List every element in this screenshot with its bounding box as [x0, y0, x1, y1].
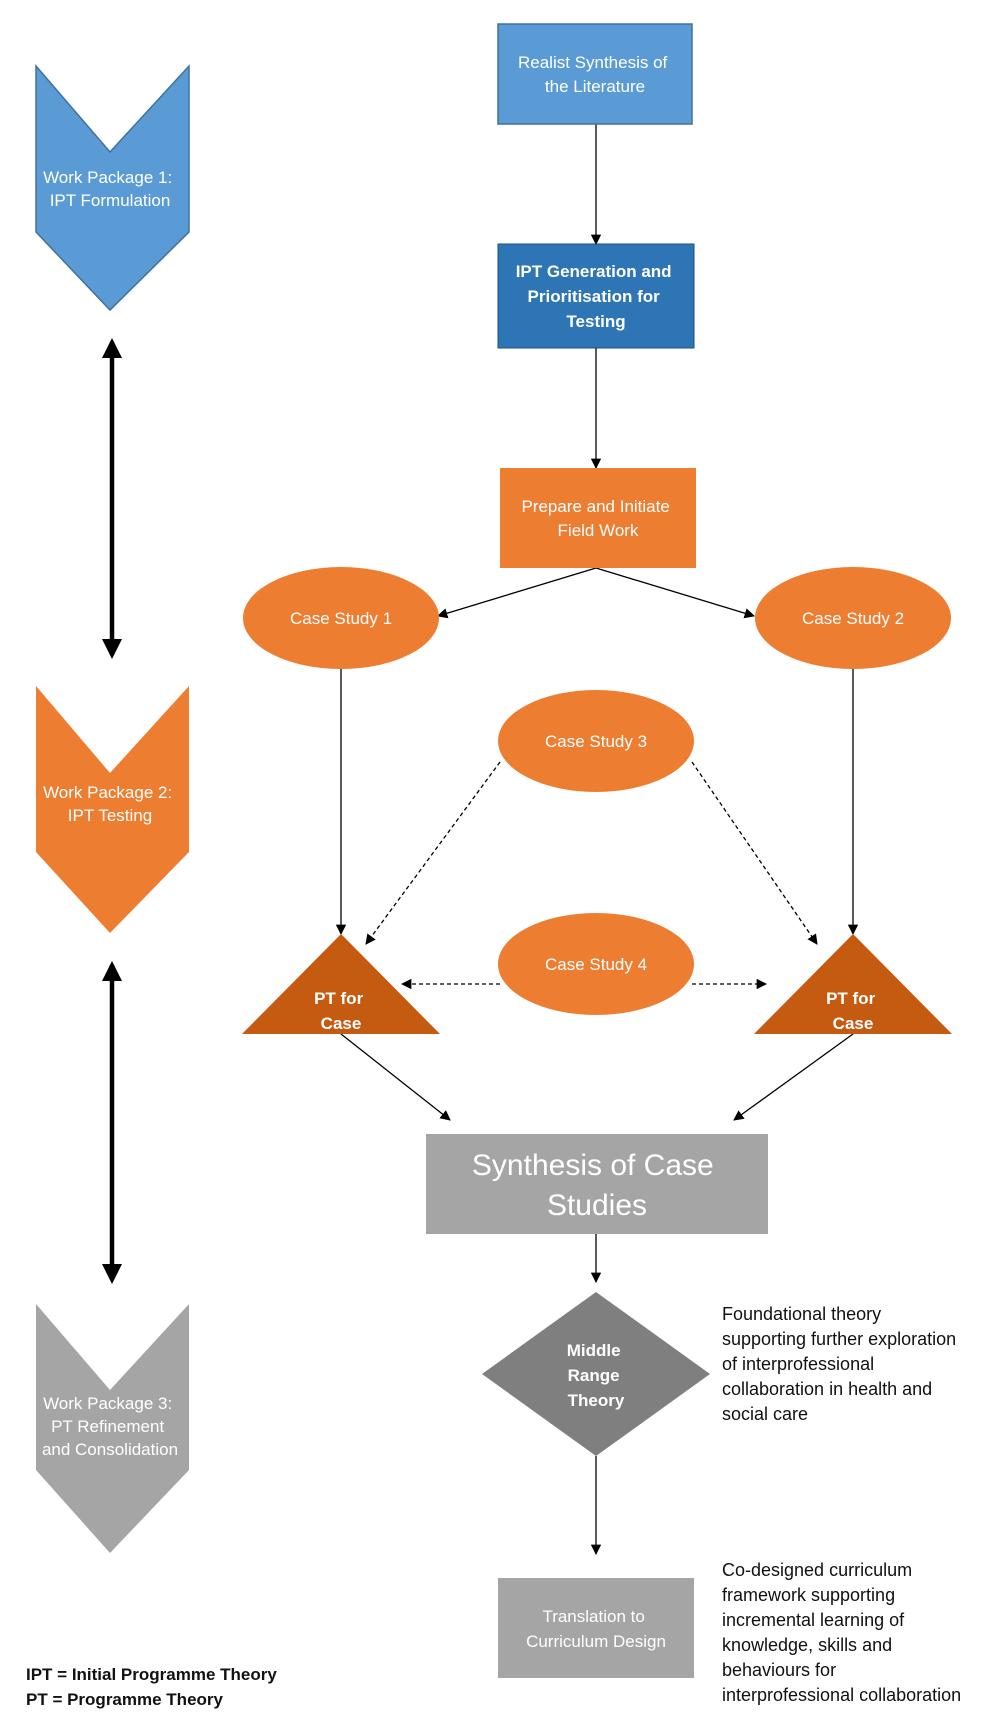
mrt-line: Theory	[568, 1391, 625, 1410]
note-line: social care	[722, 1404, 809, 1424]
connectors	[335, 124, 859, 1556]
note-line: Foundational theory	[722, 1304, 882, 1324]
case-study-1-label: Case Study 1	[290, 609, 392, 628]
translation-curriculum-box: Translation to Curriculum Design	[498, 1578, 694, 1678]
note-line: behaviours for	[722, 1660, 837, 1680]
arrow-pt-left-to-synthesis	[340, 1033, 451, 1121]
prepare-fieldwork-line: Field Work	[558, 521, 639, 540]
work-package-2-line: IPT Testing	[68, 806, 152, 825]
realist-synthesis-line: the Literature	[545, 77, 645, 96]
ipt-generation-line: Prioritisation for	[528, 287, 661, 306]
note-line: supporting further exploration	[722, 1329, 957, 1349]
work-package-2-chevron: Work Package 2: IPT Testing	[36, 686, 189, 933]
arrow-pt-right-to-synthesis	[733, 1033, 854, 1121]
codesigned-curriculum-note: Co-designed curriculum framework support…	[722, 1558, 961, 1708]
synthesis-line: Synthesis of Case	[472, 1149, 714, 1182]
pt-case-right-line: Case	[833, 1014, 874, 1033]
realist-synthesis-box: Realist Synthesis of the Literature	[497, 23, 693, 125]
case-study-3-ellipse: Case Study 3	[498, 690, 694, 792]
note-line: Co-designed curriculum	[722, 1560, 913, 1580]
note-line: collaboration in health and	[722, 1379, 933, 1399]
case-study-4-label: Case Study 4	[545, 955, 647, 974]
svg-text:Middle Range Theor: Middle Range Theory	[567, 1341, 626, 1410]
svg-text:Synthesis of Case Studie: Synthesis of Case Studies	[472, 1149, 722, 1222]
ipt-generation-line: IPT Generation and	[516, 262, 672, 281]
synthesis-line: Studies	[547, 1189, 647, 1222]
ipt-generation-line: Testing	[566, 312, 625, 331]
pt-case-right-triangle: PT for Case	[754, 934, 952, 1034]
arrow-prepare-to-cs2	[595, 567, 755, 619]
work-package-3-chevron: Work Package 3: PT Refinement and Consol…	[36, 1304, 189, 1553]
ipt-generation-box: IPT Generation and Prioritisation for Te…	[497, 243, 695, 349]
work-package-2-line: Work Package 2:	[43, 783, 172, 802]
work-package-3-line: Work Package 3:	[43, 1394, 172, 1413]
svg-text:PT for Case: PT for Case	[826, 989, 880, 1033]
case-study-2-ellipse: Case Study 2	[755, 567, 951, 669]
prepare-fieldwork-line: Prepare and Initiate	[521, 497, 669, 516]
svg-text:Prepare and Initiate Fie: Prepare and Initiate Field Work	[521, 497, 674, 540]
work-package-1-label: Work Package 1: IPT Formulation	[43, 168, 177, 210]
arrow-prepare-to-cs1	[437, 567, 597, 619]
realist-synthesis-line: Realist Synthesis of	[518, 53, 668, 72]
work-package-3-label: Work Package 3: PT Refinement and Consol…	[42, 1394, 178, 1459]
pt-case-left-line: Case	[321, 1014, 362, 1033]
pt-case-left-line: PT for	[314, 989, 363, 1008]
case-study-3-label: Case Study 3	[545, 732, 647, 751]
mrt-line: Middle	[567, 1341, 621, 1360]
case-study-2-label: Case Study 2	[802, 609, 904, 628]
svg-text:Translation to Curriculu: Translation to Curriculum Design	[526, 1607, 666, 1651]
mrt-line: Range	[568, 1366, 620, 1385]
abbreviation-legend: IPT = Initial Programme Theory PT = Prog…	[26, 1662, 277, 1712]
translation-line: Translation to	[542, 1607, 644, 1626]
work-package-1-line: Work Package 1:	[43, 168, 172, 187]
note-line: framework supporting	[722, 1585, 896, 1605]
case-study-4-ellipse: Case Study 4	[498, 913, 694, 1015]
synthesis-case-studies-box: Synthesis of Case Studies	[426, 1134, 768, 1234]
prepare-fieldwork-box: Prepare and Initiate Field Work	[500, 468, 696, 568]
work-package-2-label: Work Package 2: IPT Testing	[43, 783, 177, 825]
dashed-cs3-to-pt-left	[365, 761, 501, 945]
legend-pt: PT = Programme Theory	[26, 1690, 223, 1709]
work-package-1-chevron: Work Package 1: IPT Formulation	[35, 63, 190, 312]
legend-ipt: IPT = Initial Programme Theory	[26, 1665, 277, 1684]
note-line: of interprofessional	[722, 1354, 875, 1374]
note-line: incremental learning of	[722, 1610, 905, 1630]
svg-text:PT for Case: PT for Case	[314, 989, 368, 1033]
middle-range-theory-diamond: Middle Range Theory	[482, 1292, 710, 1456]
work-package-3-line: PT Refinement	[51, 1417, 164, 1436]
foundational-theory-note: Foundational theory supporting further e…	[722, 1302, 956, 1427]
pt-case-left-triangle: PT for Case	[242, 934, 440, 1034]
note-line: knowledge, skills and	[722, 1635, 893, 1655]
pt-case-right-line: PT for	[826, 989, 875, 1008]
svg-text:IPT Generation and Prior: IPT Generation and Prioritisation for Te…	[516, 262, 677, 331]
note-line: interprofessional collaboration	[722, 1685, 962, 1705]
translation-line: Curriculum Design	[526, 1632, 666, 1651]
work-package-1-line: IPT Formulation	[50, 191, 171, 210]
work-package-3-line: and Consolidation	[42, 1440, 178, 1459]
svg-text:Realist Synthesis of the: Realist Synthesis of the Literature	[518, 53, 672, 96]
case-study-1-ellipse: Case Study 1	[243, 567, 439, 669]
dashed-cs3-to-pt-right	[691, 761, 818, 945]
